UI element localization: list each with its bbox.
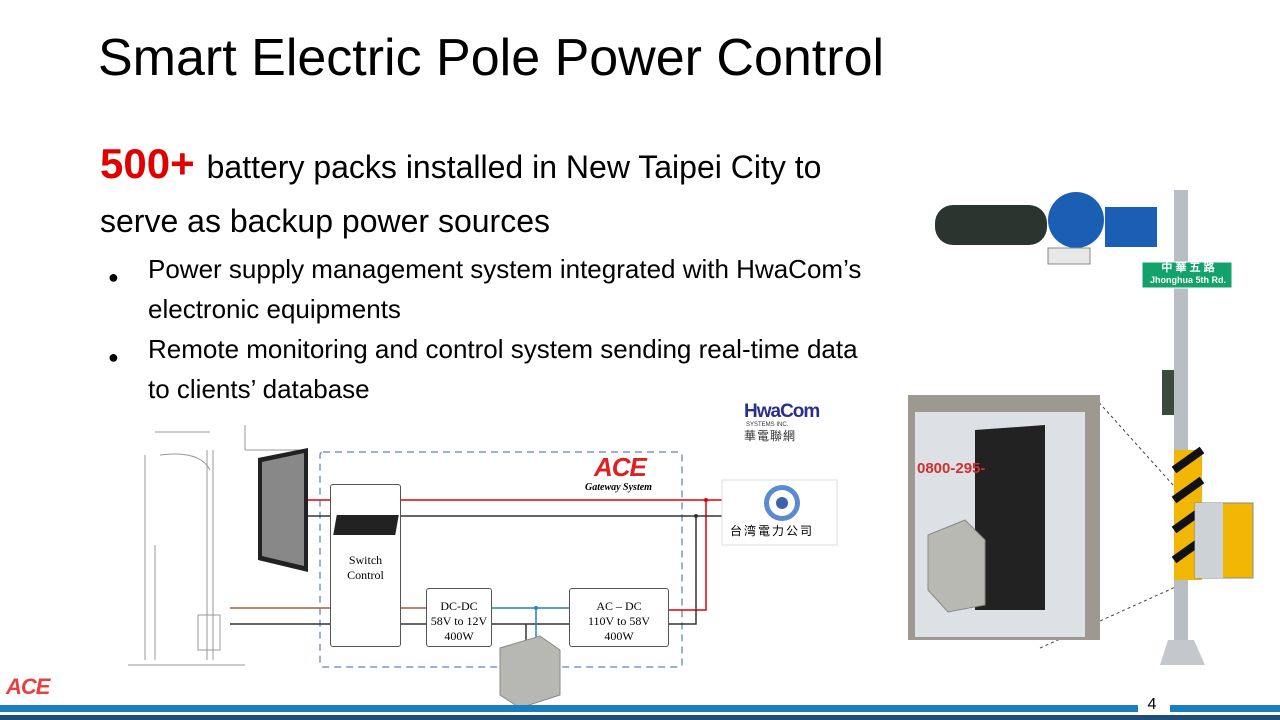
acdc-label: 110V to 58V	[587, 614, 650, 628]
acdc-label: 400W	[604, 629, 634, 643]
switch-label: Control	[347, 568, 384, 582]
switch-device-image	[333, 515, 399, 535]
dcdc-label: 400W	[444, 629, 474, 643]
cabinet-phone: 0800-295-	[917, 460, 986, 477]
hwacom-sub: SYSTEMS INC.	[746, 422, 789, 428]
battery-image	[499, 635, 561, 709]
cabinet-photo	[908, 395, 1100, 640]
street-sign: 中 華 五 路 Jhonghua 5th Rd.	[1150, 262, 1226, 286]
bullet-item: ● Power supply management system integra…	[108, 249, 968, 329]
pole-drawing	[128, 425, 308, 666]
dcdc-label: DC-DC	[440, 599, 478, 613]
acdc-label: AC – DC	[596, 599, 642, 613]
bullet-dot-icon: ●	[108, 267, 119, 287]
switch-control-box: Switch Control	[330, 484, 401, 647]
ace-logo: ACE	[594, 452, 647, 482]
acdc-converter-box: AC – DC 110V to 58V 400W	[569, 588, 669, 647]
street-sign-en: Jhonghua 5th Rd.	[1150, 275, 1226, 285]
lead-text: battery packs installed in New Taipei Ci…	[206, 149, 822, 185]
electric-pole-photo	[935, 190, 1254, 665]
gateway-label: Gateway System	[585, 482, 652, 493]
slide-title: Smart Electric Pole Power Control	[98, 29, 885, 87]
street-sign-cn: 中 華 五 路	[1161, 262, 1215, 274]
lead-line-2: serve as backup power sources	[100, 203, 550, 239]
bullet-line: Power supply management system integrate…	[148, 254, 862, 284]
lead-line-1: 500+ battery packs installed in New Taipe…	[100, 140, 821, 188]
taipower-label: 台湾電力公司	[730, 524, 815, 538]
footer-ace-logo: ACE	[6, 674, 50, 699]
dcdc-label: 58V to 12V	[430, 614, 488, 628]
footer-bar	[0, 705, 1138, 712]
bullet-line: Remote monitoring and control system sen…	[148, 334, 858, 364]
bullet-item: ● Remote monitoring and control system s…	[108, 329, 968, 409]
page-number: 4	[1140, 696, 1164, 714]
switch-label: Switch	[348, 553, 383, 567]
bullet-line: to clients’ database	[148, 374, 370, 404]
highlight-count: 500+	[100, 140, 195, 187]
hwacom-cn: 華電聯網	[744, 429, 797, 443]
bullet-dot-icon: ●	[108, 347, 119, 367]
bullet-line: electronic equipments	[148, 294, 401, 324]
hwacom-logo: HwaCom	[744, 401, 820, 422]
black-power-line	[308, 515, 697, 625]
red-power-line	[308, 499, 707, 611]
dcdc-converter-box: DC-DC 58V to 12V 400W	[426, 588, 492, 647]
